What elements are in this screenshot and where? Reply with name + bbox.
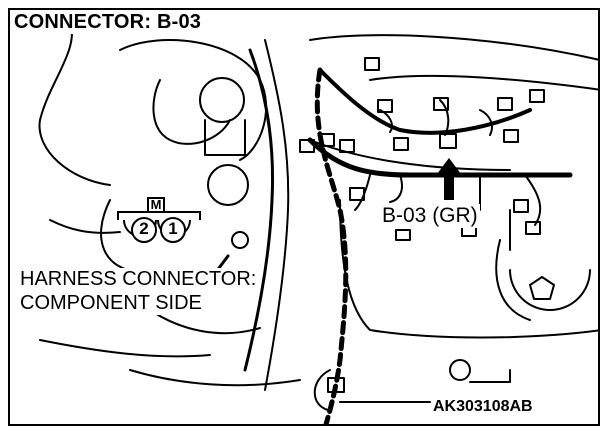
figure-code: AK303108AB (431, 398, 535, 416)
pin-label: 2 (139, 219, 149, 238)
view-label-line-1: HARNESS CONNECTOR: (20, 268, 257, 291)
connector-callout-label: B-03 (GR) (380, 204, 480, 228)
arrow-up-icon (437, 158, 461, 200)
connector-marker-label: M (150, 197, 162, 212)
pin-label: 1 (168, 219, 178, 238)
connector-symbol-icon (117, 197, 201, 243)
diagram-frame: CONNECTOR: B-03 B-03 (GR) HARNESS CONNEC… (8, 8, 600, 426)
engine-harness-illustration (38, 19, 598, 424)
connector-title: CONNECTOR: B-03 (14, 11, 206, 34)
view-label-line-2: COMPONENT SIDE (20, 292, 206, 315)
